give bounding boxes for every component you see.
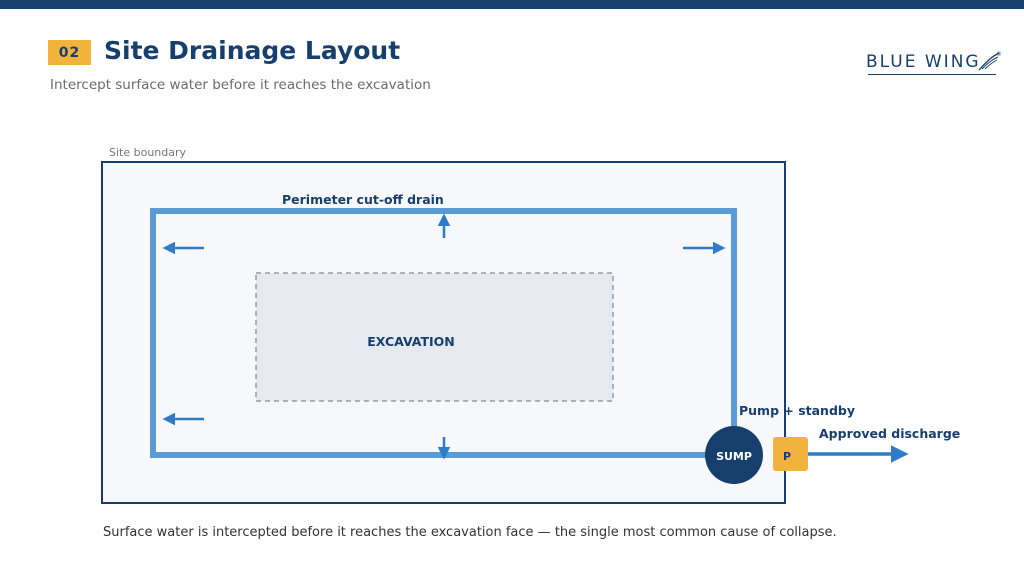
discharge-label: Approved discharge [819,426,960,441]
wing-icon: ® [978,51,1001,71]
top-accent-bar [0,0,1024,9]
brand-logo: BLUE WING ® [866,50,1001,78]
excavation-label: EXCAVATION [367,334,455,349]
sump-circle [705,426,763,484]
page-title: Site Drainage Layout [104,36,401,65]
registered-mark: ® [996,51,1001,58]
sump-label: SUMP [716,450,752,463]
logo-underline [868,74,996,75]
section-number-badge: 02 [48,40,91,65]
pump-box [773,437,808,471]
perimeter-drain-label: Perimeter cut-off drain [282,192,444,207]
caption: Surface water is intercepted before it r… [103,525,837,540]
perimeter-drain [150,208,737,458]
site-boundary-label: Site boundary [109,146,187,159]
pump-box-label: P [783,450,791,463]
page-subtitle: Intercept surface water before it reache… [50,77,431,93]
logo-text: BLUE WING [866,52,981,72]
pump-label: Pump + standby [739,403,855,418]
excavation-area [255,272,614,402]
